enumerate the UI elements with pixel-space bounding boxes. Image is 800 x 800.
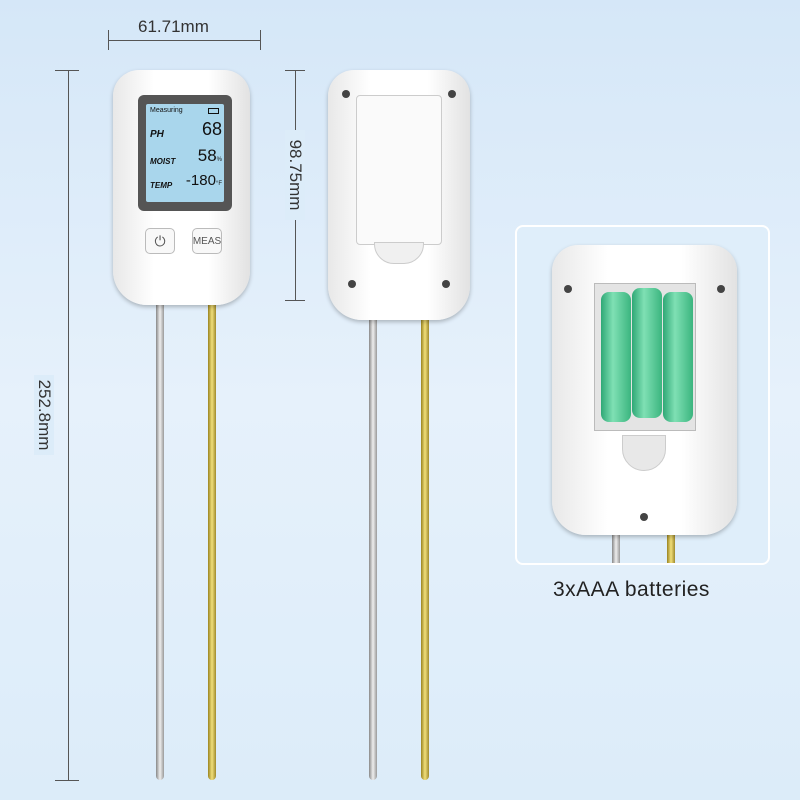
screw-icon [348, 280, 356, 288]
silver-probe-back [369, 315, 377, 780]
screw-icon [442, 280, 450, 288]
body-height-tick [285, 300, 305, 301]
meter-back [328, 70, 470, 320]
width-dimension-tick [260, 30, 261, 50]
lcd-row-moist: MOIST 58% [150, 146, 222, 166]
silver-probe [156, 300, 164, 780]
inset-probe [667, 527, 675, 563]
gold-probe [208, 300, 216, 780]
screw-icon [564, 285, 572, 293]
screw-icon [448, 90, 456, 98]
battery-caption: 3xAAA batteries [553, 578, 710, 601]
aaa-battery [601, 292, 631, 422]
lcd-status: Measuring [150, 107, 183, 114]
body-height-tick [285, 70, 305, 71]
screw-icon [717, 285, 725, 293]
battery-icon [208, 108, 219, 114]
width-dimension-line [108, 40, 260, 41]
gold-probe-back [421, 315, 429, 780]
meter-open-back [552, 245, 737, 535]
total-height-tick [55, 70, 79, 71]
lcd-row-ph: PH 68 [150, 119, 222, 140]
battery-cover [356, 95, 442, 245]
cover-latch [374, 242, 424, 264]
battery-inset [515, 225, 770, 565]
lcd-bezel: Measuring PH 68 MOIST 58% TEMP -180°F [138, 95, 232, 211]
body-height-label: 98.75mm [285, 130, 305, 220]
aaa-battery [663, 292, 693, 422]
lcd-row-temp: TEMP -180°F [150, 172, 222, 190]
width-dimension-tick [108, 30, 109, 50]
power-button[interactable]: ⏻ [145, 228, 175, 254]
latch-slot [622, 435, 666, 471]
inset-probe [612, 527, 620, 563]
meas-button[interactable]: MEAS [192, 228, 222, 254]
total-height-tick [55, 780, 79, 781]
aaa-battery [632, 288, 662, 418]
meter-front: Measuring PH 68 MOIST 58% TEMP -180°F ⏻ … [113, 70, 250, 305]
width-dimension-label: 61.71mm [138, 17, 209, 36]
total-height-line [68, 70, 69, 780]
battery-compartment [594, 283, 696, 431]
screw-icon [640, 513, 648, 521]
total-height-label: 252.8mm [34, 375, 54, 455]
lcd-screen: Measuring PH 68 MOIST 58% TEMP -180°F [146, 104, 224, 202]
screw-icon [342, 90, 350, 98]
